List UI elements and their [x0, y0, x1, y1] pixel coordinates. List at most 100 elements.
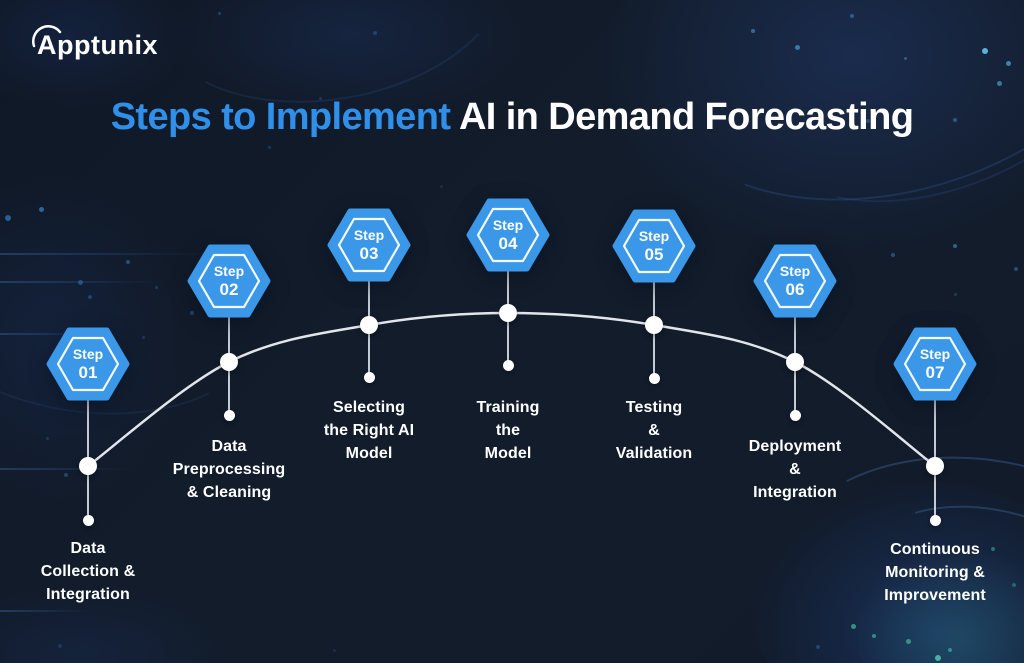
step-label-line: Integration: [753, 484, 837, 501]
title-rest: AI in Demand Forecasting: [458, 96, 914, 138]
step-badge-word: Step: [213, 263, 245, 279]
step-badge-number: 05: [644, 245, 664, 264]
logo-text: Apptunix: [37, 30, 158, 60]
sub-dot: [82, 514, 94, 526]
step-badge: Step 07: [893, 327, 977, 401]
step-badge-word: Step: [492, 217, 524, 233]
particle-dot: [64, 473, 68, 477]
sub-dot: [363, 371, 375, 383]
step-badge-number: 02: [219, 280, 239, 299]
hexagon-icon: [187, 244, 271, 318]
step-label-line: Improvement: [884, 587, 986, 604]
sub-dot: [789, 409, 801, 421]
particle-dot: [217, 11, 221, 15]
particle-dot: [935, 655, 941, 661]
step-label-line: Deployment: [748, 438, 842, 455]
milestone-dot: [360, 316, 378, 334]
particle-dot: [905, 638, 911, 644]
particle-dot: [38, 206, 44, 212]
step-badge-number: 01: [78, 363, 98, 382]
step-label-line: Model: [484, 445, 532, 462]
particle-dot: [1005, 60, 1011, 66]
title-highlight: Steps to Implement: [110, 96, 451, 138]
step-badge: Step 01: [46, 327, 130, 401]
sub-dot: [502, 359, 514, 371]
step-badge-word: Step: [638, 228, 670, 244]
step-label: Selecting the Right AI Model: [281, 396, 457, 465]
particle-dot: [141, 335, 145, 339]
particle-dot: [926, 596, 930, 600]
step-badge-number: 06: [785, 280, 805, 299]
milestone-dot: [499, 304, 517, 322]
particle-dot: [794, 44, 800, 50]
particle-dot: [816, 645, 820, 649]
step-badge-text: Step 05: [612, 209, 696, 283]
step-label-line: &: [789, 461, 801, 478]
particle-dot: [850, 14, 854, 18]
milestone-dot: [786, 353, 804, 371]
particle-dot: [872, 634, 876, 638]
step-badge-number: 04: [498, 234, 518, 253]
hexagon-icon: [466, 198, 550, 272]
step-label-line: & Cleaning: [186, 484, 272, 501]
particle-dot: [88, 295, 92, 299]
particle-dot: [751, 29, 755, 33]
logo-swoosh-icon: [32, 25, 62, 48]
step-label-line: the: [495, 422, 521, 439]
particle-dot: [991, 547, 995, 551]
step-label-line: &: [648, 422, 660, 439]
particle-dot: [126, 260, 130, 264]
logo: Apptunix: [32, 25, 158, 61]
step-label: Testing & Validation: [566, 396, 742, 465]
particle-dot: [1014, 267, 1018, 271]
step-label-line: Training: [476, 399, 540, 416]
step-badge-text: Step 07: [893, 327, 977, 401]
particle-dot: [996, 80, 1002, 86]
hexagon-icon: [327, 208, 411, 282]
particle-dot: [45, 436, 49, 440]
step-label-line: Testing: [625, 399, 683, 416]
step-label: Data Collection & Integration: [0, 537, 176, 606]
particle-dot: [953, 292, 957, 296]
sub-dot: [223, 409, 235, 421]
step-badge: Step 03: [327, 208, 411, 282]
step-badge-word: Step: [919, 346, 951, 362]
particle-dot: [5, 215, 11, 221]
step-badge-text: Step 06: [753, 244, 837, 318]
light-streak: [0, 333, 100, 335]
step-label-line: Monitoring &: [885, 564, 985, 581]
particle-dot: [154, 285, 158, 289]
step-badge-word: Step: [779, 263, 811, 279]
step-label: Continuous Monitoring & Improvement: [847, 538, 1023, 607]
step-label-line: Collection &: [40, 563, 136, 580]
particle-dot: [948, 648, 952, 652]
step-badge-text: Step 02: [187, 244, 271, 318]
particle-dot: [318, 96, 322, 100]
particle-dot: [982, 48, 988, 54]
particle-dot: [58, 644, 62, 648]
particle-dot: [894, 569, 898, 573]
step-label-line: Integration: [46, 586, 130, 603]
light-streak: [0, 281, 165, 283]
step-badge: Step 05: [612, 209, 696, 283]
step-label-line: Preprocessing: [172, 461, 286, 478]
step-badge-text: Step 03: [327, 208, 411, 282]
particle-dot: [332, 648, 336, 652]
milestone-dot: [79, 457, 97, 475]
milestone-dot: [220, 353, 238, 371]
step-label-line: Continuous: [890, 541, 980, 558]
step-label: Deployment & Integration: [707, 435, 883, 504]
step-label-line: Model: [345, 445, 393, 462]
particle-dot: [190, 311, 194, 315]
step-label-line: the Right AI: [323, 422, 415, 439]
particle-dot: [866, 119, 870, 123]
step-badge-number: 03: [359, 244, 379, 263]
particle-dot: [953, 244, 957, 248]
sub-dot: [648, 372, 660, 384]
step-label-line: Validation: [615, 445, 693, 462]
step-badge-word: Step: [353, 227, 385, 243]
page-title: Steps to Implement AI in Demand Forecast…: [0, 96, 1024, 139]
step-badge-text: Step 01: [46, 327, 130, 401]
